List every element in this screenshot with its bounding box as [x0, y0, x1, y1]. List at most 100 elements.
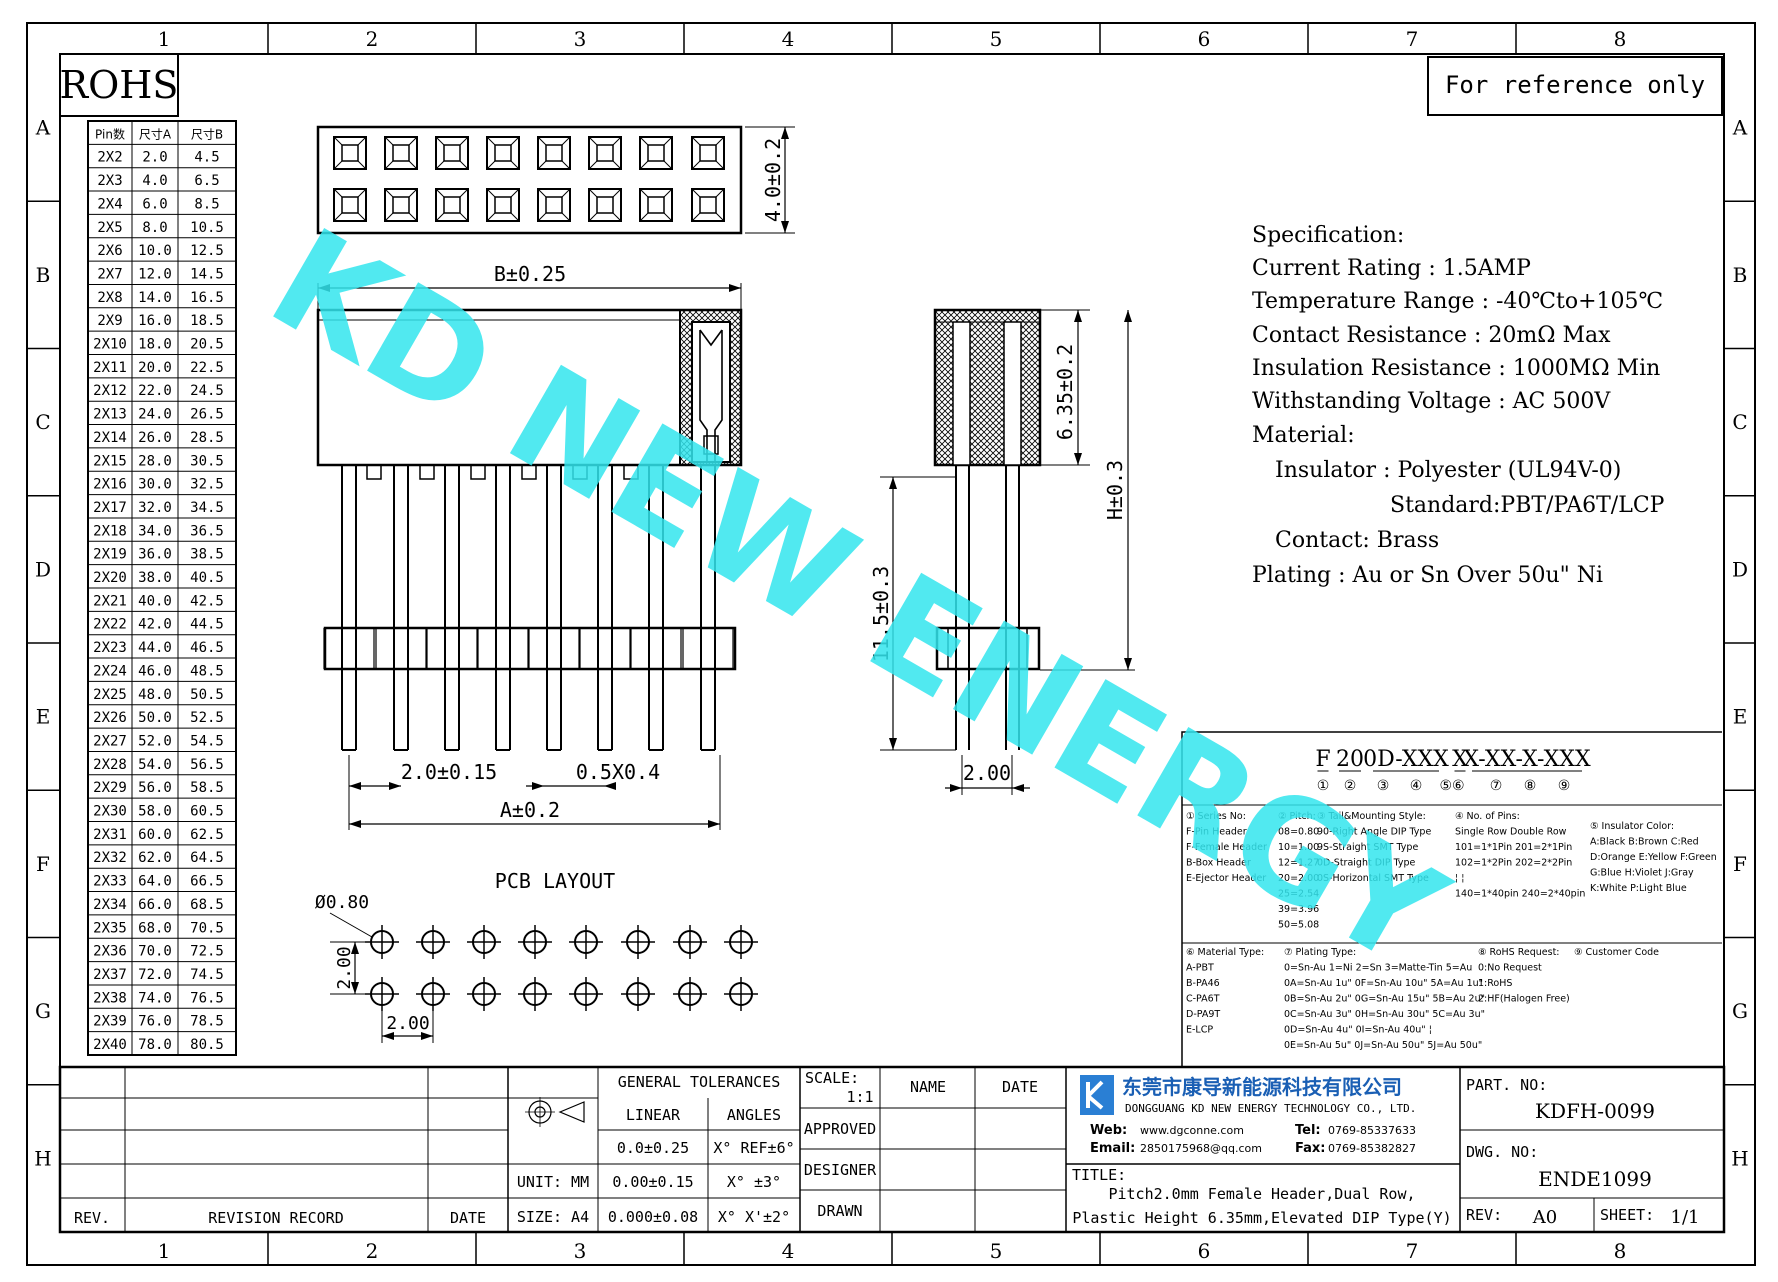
- tb-drawn: DRAWN: [817, 1202, 862, 1220]
- dim-table-cell: 2X17: [93, 500, 127, 516]
- dim-table-cell: 2X27: [93, 733, 127, 749]
- part-code-line: ⑨ Customer Code: [1574, 947, 1659, 958]
- dim-table-cell: 2X16: [93, 477, 127, 493]
- pcb-layout-title: PCB LAYOUT: [495, 869, 615, 893]
- part-code-segment: F: [1315, 747, 1330, 772]
- frame-row-label-right: H: [1731, 1146, 1748, 1170]
- dim-table-cell: 2X34: [93, 897, 127, 913]
- part-code-line: 102=1*2Pin 202=2*2Pin: [1455, 858, 1572, 869]
- frame-row-label-left: A: [35, 116, 51, 140]
- dim-table-cell: 2X9: [97, 313, 122, 329]
- dim-table-cell: 32.5: [190, 477, 224, 493]
- dim-table-cell: 26.0: [138, 430, 172, 446]
- pcb-holes: [365, 925, 758, 1011]
- company-logo: [1080, 1075, 1114, 1115]
- dim-table-cell: 2X39: [93, 1014, 127, 1030]
- part-code-line: 12=1.27: [1278, 858, 1319, 869]
- dim-table-cell: 72.0: [138, 967, 172, 983]
- dim-table-cell: 4.0: [142, 173, 167, 189]
- spec-current: Current Rating : 1.5AMP: [1252, 256, 1531, 281]
- dim-table-cell: 74.5: [190, 967, 224, 983]
- dim-table-cell: 22.5: [190, 360, 224, 376]
- part-code-line: 10=1.00: [1278, 842, 1319, 853]
- frame-col-label-bottom: 1: [158, 1239, 171, 1263]
- dim-table-header: 尺寸B: [191, 127, 223, 141]
- frame-col-label-bottom: 3: [574, 1239, 587, 1263]
- part-code-line: C-PA6T: [1186, 994, 1220, 1005]
- company-email-label: Email:: [1090, 1141, 1135, 1156]
- part-code-line: ① Series No:: [1186, 811, 1246, 822]
- dim-table-cell: 62.0: [138, 850, 172, 866]
- frame-row-label-left: G: [35, 999, 51, 1023]
- dim-table-cell: 2.0: [142, 150, 167, 166]
- part-code-line: D:Orange E:Yellow F:Green: [1590, 852, 1717, 863]
- dim-table-cell: 74.0: [138, 990, 172, 1006]
- dim-table-cell: 2X3: [97, 173, 122, 189]
- dim-table-cell: 22.0: [138, 383, 172, 399]
- dim-table-cell: 2X20: [93, 570, 127, 586]
- frame-row-label-right: F: [1733, 852, 1747, 876]
- dim-table-cell: 78.0: [138, 1037, 172, 1053]
- side-standoff: [935, 626, 1041, 671]
- tb-revision-date: DATE: [450, 1209, 486, 1227]
- company-name-en: DONGGUANG KD NEW ENERGY TECHNOLOGY CO., …: [1125, 1102, 1416, 1115]
- part-code-line: ⑤ Insulator Color:: [1590, 821, 1674, 832]
- spec-material: Material:: [1252, 423, 1355, 448]
- spec-contact-resistance: Contact Resistance : 20mΩ Max: [1252, 323, 1611, 348]
- dim-table-cell: 2X10: [93, 337, 127, 353]
- dim-table-cell: 50.0: [138, 710, 172, 726]
- part-code-line: G:Blue H:Violet J:Gray: [1590, 868, 1694, 879]
- part-code-line: Single Row Double Row: [1455, 827, 1567, 838]
- company-fax-label: Fax:: [1295, 1141, 1325, 1156]
- tb-rev: REV.: [74, 1209, 110, 1227]
- title-block: REV. REVISION RECORD DATE GENERAL TOLERA…: [58, 1065, 1726, 1234]
- part-code-circle: ①: [1317, 778, 1330, 794]
- side-body: [933, 308, 1042, 467]
- dim-table-cell: 56.5: [190, 757, 224, 773]
- dim-table-cell: 2X5: [97, 220, 122, 236]
- front-standoff: [323, 626, 737, 671]
- dim-table-cell: 50.5: [190, 687, 224, 703]
- dim-table-cell: 46.5: [190, 640, 224, 656]
- dim-table-cell: 56.0: [138, 780, 172, 796]
- dim-table-cell: 2X26: [93, 710, 127, 726]
- tb-general-tolerances: GENERAL TOLERANCES: [618, 1073, 781, 1091]
- dim-table-cell: 66.0: [138, 897, 172, 913]
- dim-table-cell: 52.5: [190, 710, 224, 726]
- part-code-line: ② Pitch:: [1278, 811, 1316, 822]
- frame-col-label-top: 5: [990, 27, 1003, 51]
- frame-row-label-left: B: [36, 263, 51, 287]
- dim-table-cell: 52.0: [138, 733, 172, 749]
- frame-grid: [27, 23, 1755, 1265]
- frame-row-label-right: E: [1733, 705, 1748, 729]
- spec-standard: Standard:PBT/PA6T/LCP: [1390, 493, 1665, 518]
- spec-insulation-resistance: Insulation Resistance : 1000MΩ Min: [1252, 356, 1660, 381]
- part-code-line: 50=5.08: [1278, 920, 1319, 931]
- dim-table-cell: 76.5: [190, 990, 224, 1006]
- part-code-line: 0:No Request: [1478, 963, 1542, 974]
- company-email: 2850175968@qq.com: [1140, 1142, 1262, 1155]
- dim-table-cell: 40.5: [190, 570, 224, 586]
- dim-table-cell: 18.5: [190, 313, 224, 329]
- dim-table-cell: 78.5: [190, 1014, 224, 1030]
- dim-table-cell: 2X35: [93, 920, 127, 936]
- part-code-line: 0D=Sn-Au 4u" 0I=Sn-Au 40u" ¦: [1284, 1025, 1432, 1036]
- part-code-segment: X-XX-X-XXX: [1463, 747, 1591, 772]
- dim-table-cell: 42.0: [138, 617, 172, 633]
- spec-contact: Contact: Brass: [1275, 528, 1439, 553]
- dim-table-cell: 48.0: [138, 687, 172, 703]
- part-code-line: A-PBT: [1186, 963, 1214, 974]
- dim-table-cell: 2X11: [93, 360, 127, 376]
- part-code-circle: ④: [1410, 778, 1423, 794]
- dim-pitch: 2.0±0.15: [401, 760, 497, 784]
- part-code-line: 39=3.96: [1278, 904, 1319, 915]
- tb-part-no-label: PART. NO:: [1466, 1076, 1547, 1094]
- part-code-line: D-PA9T: [1186, 1009, 1220, 1020]
- part-code-circle: ⑧: [1524, 778, 1537, 794]
- tb-dwg-no-label: DWG. NO:: [1466, 1143, 1538, 1161]
- part-code-line: E-LCP: [1186, 1025, 1213, 1036]
- part-code-line: A:Black B:Brown C:Red: [1590, 837, 1699, 848]
- part-code-line: 0C=Sn-Au 3u" 0H=Sn-Au 30u" 5C=Au 3u": [1284, 1009, 1485, 1020]
